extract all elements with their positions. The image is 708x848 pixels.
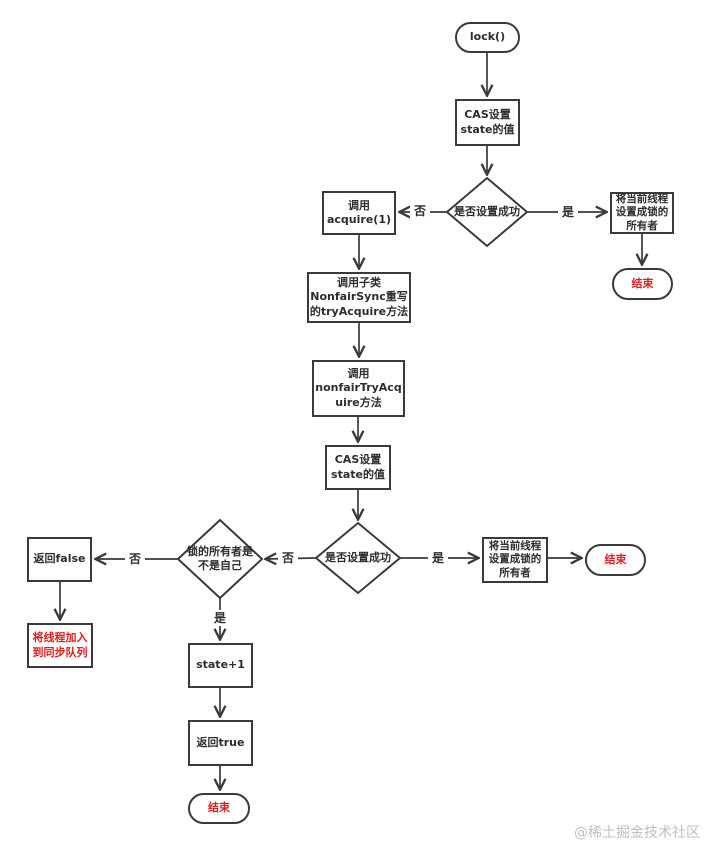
decision-diamond-set-success-1 [445,176,529,248]
decision-diamond-owner-is-self [176,518,264,600]
watermark: @稀土掘金技术社区 [574,825,700,841]
node-lock: lock() [455,22,520,53]
node-set-owner-1: 将当前线程 设置成锁的 所有者 [610,192,674,234]
node-return-true: 返回true [188,720,253,766]
node-cas-set-state-1: CAS设置 state的值 [455,99,520,146]
decision-label-owner-is-self: 锁的所有者是 不是自己 [187,544,253,572]
node-subclass-tryacquire: 调用子类 NonfairSync重写 的tryAcquire方法 [307,272,411,323]
node-call-acquire: 调用 acquire(1) [322,191,396,235]
edge-label-no-2: 否 [278,550,298,566]
node-set-owner-2: 将当前线程 设置成锁的 所有者 [482,537,548,583]
edge-label-no-1: 否 [410,203,430,219]
edge-label-yes-2: 是 [428,550,448,566]
terminator-end-2: 结束 [585,544,646,576]
edge-label-no-3: 否 [125,551,145,567]
node-nonfairtryacquire: 调用 nonfairTryAcq uire方法 [312,360,405,417]
node-enqueue-thread: 将线程加入 到同步队列 [27,623,93,668]
node-state-plus-1: state+1 [188,643,253,688]
decision-label-set-success-1: 是否设置成功 [454,204,520,218]
decision-label-set-success-2: 是否设置成功 [325,550,391,564]
terminator-end-1: 结束 [612,268,673,300]
terminator-end-3: 结束 [188,793,250,824]
edge-label-yes-3: 是 [210,610,230,626]
node-return-false: 返回false [27,537,92,582]
edge-label-yes-1: 是 [558,204,578,220]
node-cas-set-state-2: CAS设置 state的值 [325,445,391,490]
decision-diamond-set-success-2 [314,521,402,595]
